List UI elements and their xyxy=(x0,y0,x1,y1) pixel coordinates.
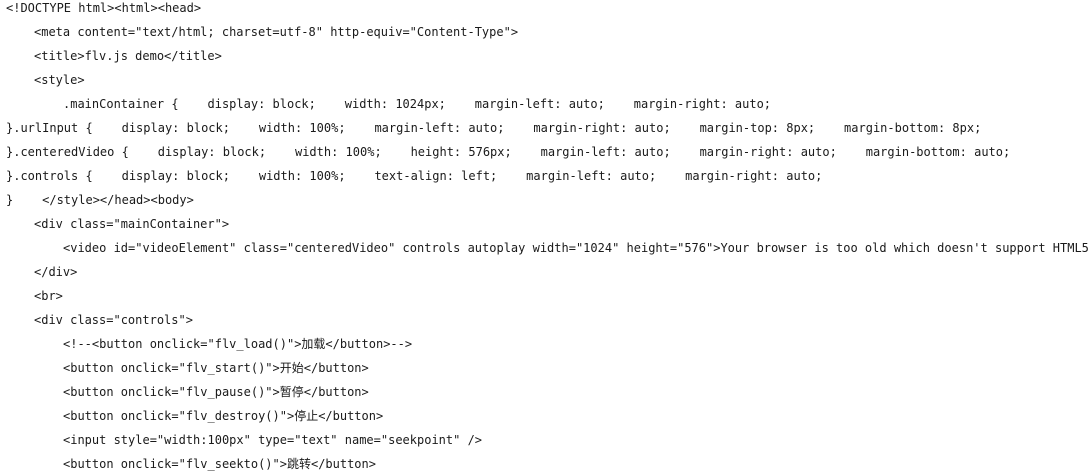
code-line-title: <title>flv.js demo</title> xyxy=(34,49,222,63)
code-line-destroy-button: <button onclick="flv_destroy()">停止</butt… xyxy=(63,409,384,423)
code-line-load-comment: <!--<button onclick="flv_load()">加载</but… xyxy=(63,337,413,351)
code-line-seekpoint-input: <input style="width:100px" type="text" n… xyxy=(63,433,483,447)
code-line-video-element: <video id="videoElement" class="centered… xyxy=(63,241,1089,255)
code-line-meta: <meta content="text/html; charset=utf-8"… xyxy=(34,25,519,39)
code-line-main-container-div: <div class="mainContainer"> xyxy=(34,217,230,231)
code-line-controls-css: }.controls { display: block; width: 100%… xyxy=(6,169,823,183)
code-view: <!DOCTYPE html><html><head> <meta conten… xyxy=(6,1,1089,471)
code-line-style-open: <style> xyxy=(34,73,85,87)
code-line-url-input-css: }.urlInput { display: block; width: 100%… xyxy=(6,121,982,135)
code-line-controls-div: <div class="controls"> xyxy=(34,313,193,327)
code-line-seekto-button: <button onclick="flv_seekto()">跳转</butto… xyxy=(63,457,376,471)
code-line-start-button: <button onclick="flv_start()">开始</button… xyxy=(63,361,369,375)
code-line-pause-button: <button onclick="flv_pause()">暂停</button… xyxy=(63,385,369,399)
code-line-centered-video-css: }.centeredVideo { display: block; width:… xyxy=(6,145,1011,159)
code-line-div-close: </div> xyxy=(34,265,78,279)
code-line-br: <br> xyxy=(34,289,63,303)
code-line-doctype: <!DOCTYPE html><html><head> xyxy=(6,1,202,15)
code-line-style-close: } </style></head><body> xyxy=(6,193,194,207)
code-line-main-container-css: .mainContainer { display: block; width: … xyxy=(63,97,772,111)
